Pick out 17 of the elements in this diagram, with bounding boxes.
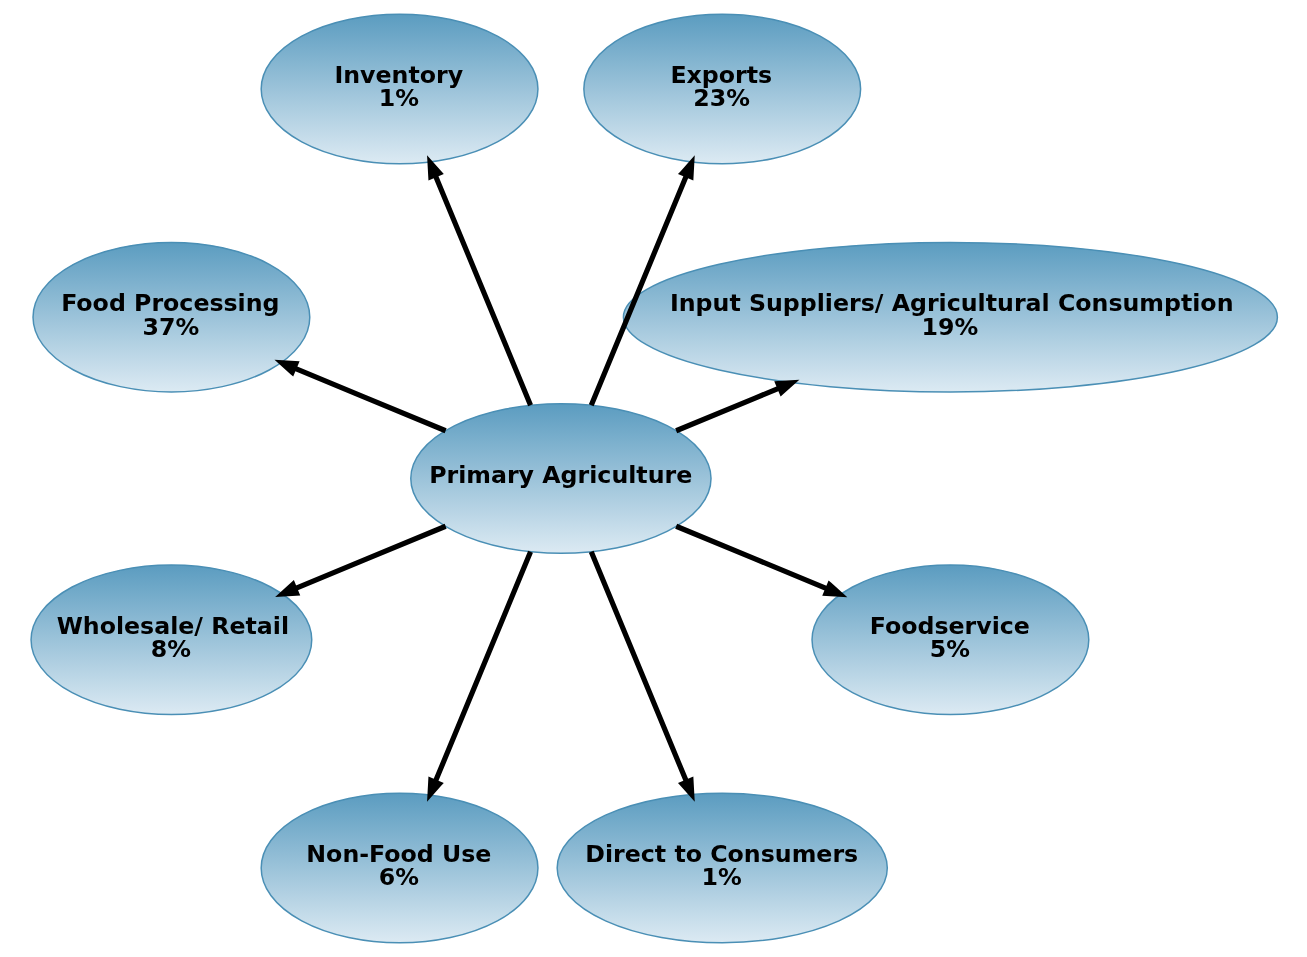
arrow — [588, 550, 695, 802]
arrow — [274, 523, 447, 597]
node-ellipse: Input Suppliers/ Agricultural Consumption 19% — [622, 241, 1278, 393]
arrow — [588, 155, 695, 407]
node-ellipse: Inventory 1% — [259, 13, 539, 165]
arrow — [674, 379, 799, 434]
arrow — [674, 523, 847, 598]
node-ellipse: Food Processing 37% — [31, 241, 310, 393]
node-ellipse: Primary Agriculture — [409, 403, 712, 554]
node-ellipse: Direct to Consumers 1% — [555, 792, 888, 944]
node-ellipse: Exports 23% — [582, 13, 861, 165]
arrow — [426, 155, 533, 407]
node-ellipse: Non-Food Use 6% — [259, 792, 539, 944]
node-ellipse: Foodservice 5% — [810, 564, 1090, 716]
arrow — [273, 359, 447, 434]
node-ellipse: Wholesale/ Retail 8% — [29, 564, 312, 716]
arrow — [426, 550, 533, 802]
